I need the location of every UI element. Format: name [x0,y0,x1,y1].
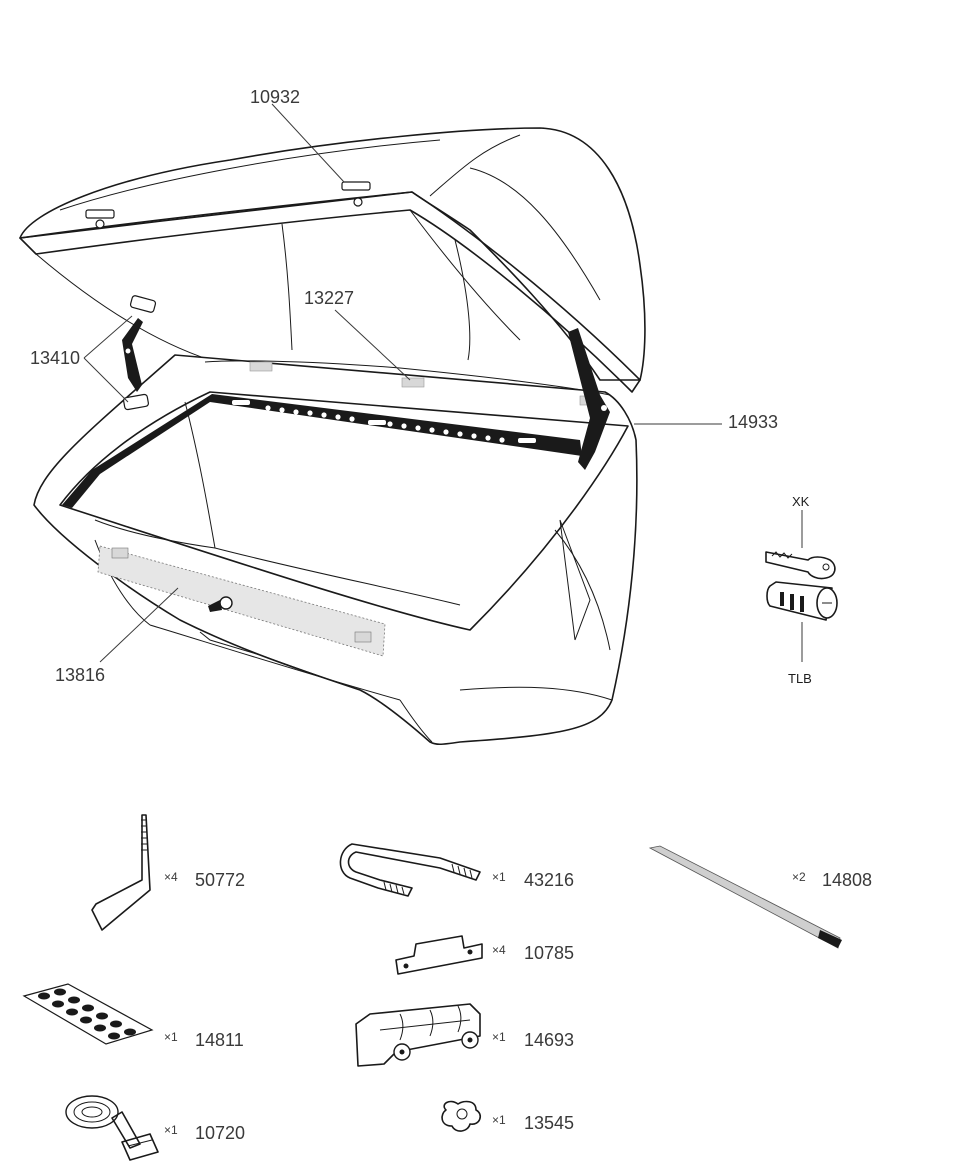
qty-13545: ×1 [492,1113,506,1127]
qty-14808: ×2 [792,870,806,884]
qty-14693: ×1 [492,1030,506,1044]
roof-box-illustration [19,127,646,746]
adhesive-strip-icon [648,845,842,949]
leader-lines [83,103,803,663]
lock-cylinder-icon [766,581,838,621]
qty-14811: ×1 [164,1030,178,1044]
key-icon [765,551,836,580]
cylinder-code-label: TLB [788,671,812,686]
part-label-13410: 13410 [30,348,80,368]
part-label-10720: 10720 [195,1123,245,1143]
seal-holes [232,400,536,443]
qty-10720: ×1 [164,1123,178,1137]
part-label-13545: 13545 [524,1113,574,1133]
bracket-icon [395,935,483,975]
u-bolt-icon [339,843,481,897]
strap-icon [65,1095,159,1161]
part-label-14933: 14933 [728,412,778,432]
hinge-icon [355,1003,481,1067]
pad-sheet-icon [22,983,154,1045]
knob-icon [441,1100,482,1132]
part-label-13816: 13816 [55,665,105,685]
key-code-label: XK [792,494,810,509]
part-label-13227: 13227 [304,288,354,308]
part-label-10785: 10785 [524,943,574,963]
part-label-14811: 14811 [195,1030,244,1050]
part-label-10932: 10932 [250,87,300,107]
part-label-14808: 14808 [822,870,872,890]
qty-50772: ×4 [164,870,178,884]
part-label-43216: 43216 [524,870,574,890]
qty-10785: ×4 [492,943,506,957]
part-label-14693: 14693 [524,1030,574,1050]
qty-43216: ×1 [492,870,506,884]
j-bolt-icon [91,814,151,931]
part-label-50772: 50772 [195,870,245,890]
